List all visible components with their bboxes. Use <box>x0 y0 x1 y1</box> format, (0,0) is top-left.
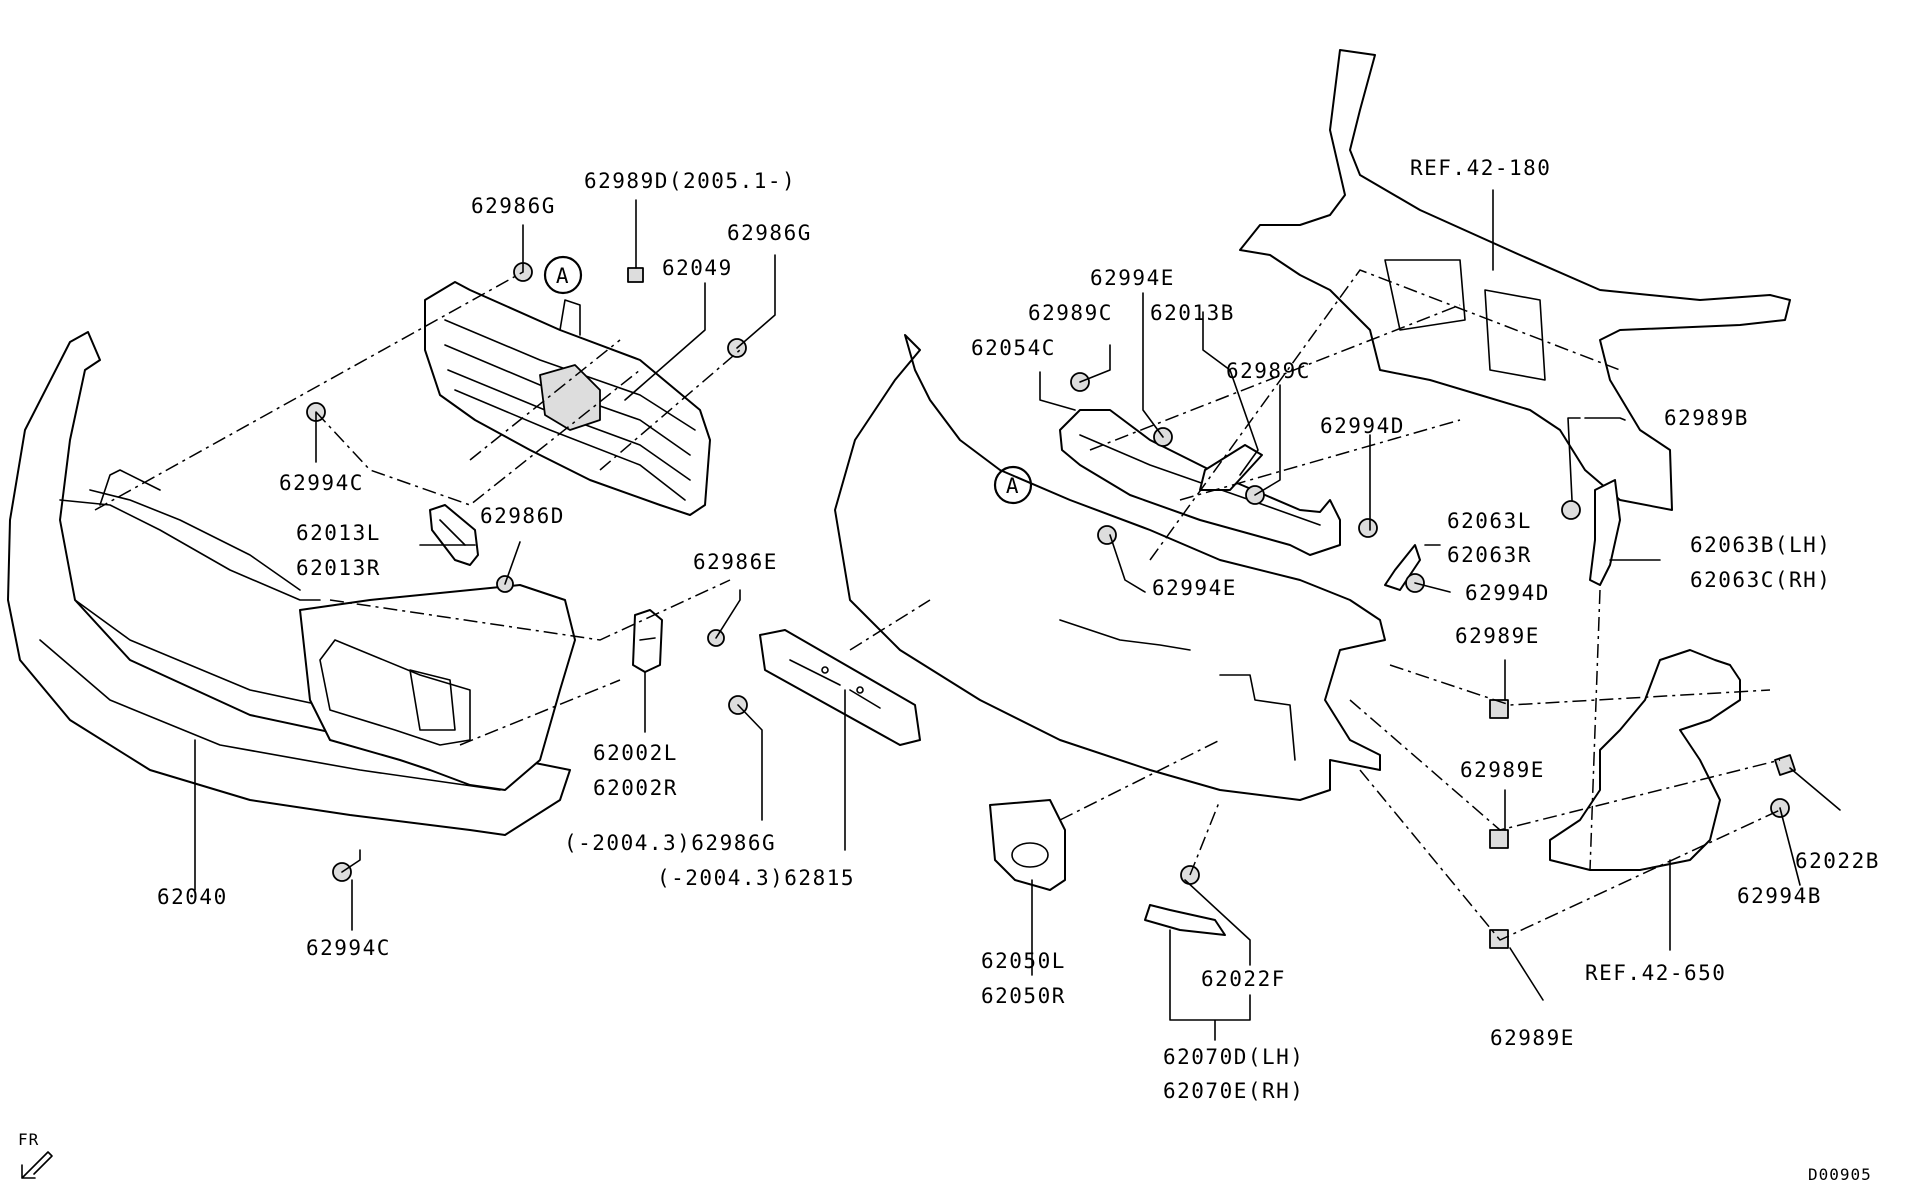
label-62022B: 62022B <box>1795 849 1880 873</box>
label-62022F: 62022F <box>1201 967 1286 991</box>
grille-62049 <box>424 281 711 516</box>
screw-icons-left <box>306 262 748 882</box>
plate-62815 <box>759 629 921 746</box>
label-62994E-bottom: 62994E <box>1152 576 1237 600</box>
label-62989B: 62989B <box>1664 406 1749 430</box>
label-62986D: 62986D <box>480 504 565 528</box>
label-62002R: 62002R <box>593 776 678 800</box>
callout-a-right-text: A <box>1006 474 1020 498</box>
label-62050R: 62050R <box>981 984 1066 1008</box>
fog-cover-62050 <box>989 799 1066 891</box>
label-62050L: 62050L <box>981 949 1066 973</box>
label-62063R: 62063R <box>1447 543 1532 567</box>
callout-a-left: A <box>543 255 583 295</box>
label-ref-42-650: REF.42-650 <box>1585 961 1726 985</box>
callout-a-right: A <box>993 465 1033 505</box>
label-62013B: 62013B <box>1150 301 1235 325</box>
label-62815: (-2004.3)62815 <box>657 866 855 890</box>
label-62989E-middle: 62989E <box>1460 758 1545 782</box>
label-62989D: 62989D(2005.1-) <box>584 169 796 193</box>
radiator-support-ref-42-180 <box>1239 49 1791 511</box>
diagram-id: D00905 <box>1808 1165 1872 1184</box>
label-62063L: 62063L <box>1447 509 1532 533</box>
brackets-62063 <box>1384 479 1621 591</box>
label-ref-42-180: REF.42-180 <box>1410 156 1551 180</box>
label-62994D-top: 62994D <box>1320 414 1405 438</box>
label-62063B: 62063B(LH) <box>1690 533 1831 557</box>
label-62994B: 62994B <box>1737 884 1822 908</box>
label-62986G-dated: (-2004.3)62986G <box>564 831 776 855</box>
label-62986E: 62986E <box>693 550 778 574</box>
guide-lines-left <box>94 271 741 746</box>
label-62013L: 62013L <box>296 521 381 545</box>
guide-lines-right <box>849 269 1781 941</box>
front-bumper-62040 <box>7 331 576 836</box>
bracket-62002 <box>632 609 663 673</box>
fastener-icons-right <box>1070 372 1796 949</box>
label-62070D: 62070D(LH) <box>1163 1045 1304 1069</box>
bracket-62013 <box>429 504 479 566</box>
fender-liner-ref-42-650 <box>1549 649 1741 871</box>
label-62989C-top: 62989C <box>1028 301 1113 325</box>
front-direction-text: FR <box>18 1130 39 1149</box>
label-62986G-top-left: 62986G <box>471 194 556 218</box>
front-direction-indicator: FR <box>18 1130 53 1179</box>
label-62986G-top-right: 62986G <box>727 221 812 245</box>
bumper-beam-62054C <box>1059 409 1341 556</box>
part-labels: 62986G 62989D(2005.1-) 62986G 62049 6299… <box>157 156 1880 1103</box>
label-62013R: 62013R <box>296 556 381 580</box>
front-arrow-icon <box>21 1151 53 1179</box>
label-62994D-bottom: 62994D <box>1465 581 1550 605</box>
label-62989E-lower: 62989E <box>1490 1026 1575 1050</box>
label-62070E: 62070E(RH) <box>1163 1079 1304 1103</box>
label-62989E-upper: 62989E <box>1455 624 1540 648</box>
label-62063C: 62063C(RH) <box>1690 568 1831 592</box>
label-62994E-top: 62994E <box>1090 266 1175 290</box>
label-62994C-lower: 62994C <box>306 936 391 960</box>
callout-a-left-text: A <box>556 264 570 288</box>
label-62040: 62040 <box>157 885 228 909</box>
body-panel <box>834 334 1386 801</box>
label-62994C-upper: 62994C <box>279 471 364 495</box>
label-62049: 62049 <box>662 256 733 280</box>
label-62054C: 62054C <box>971 336 1056 360</box>
label-62002L: 62002L <box>593 741 678 765</box>
label-62989C-mid: 62989C <box>1226 359 1311 383</box>
moulding-62070 <box>1144 904 1226 936</box>
leader-lines <box>194 189 1841 1041</box>
